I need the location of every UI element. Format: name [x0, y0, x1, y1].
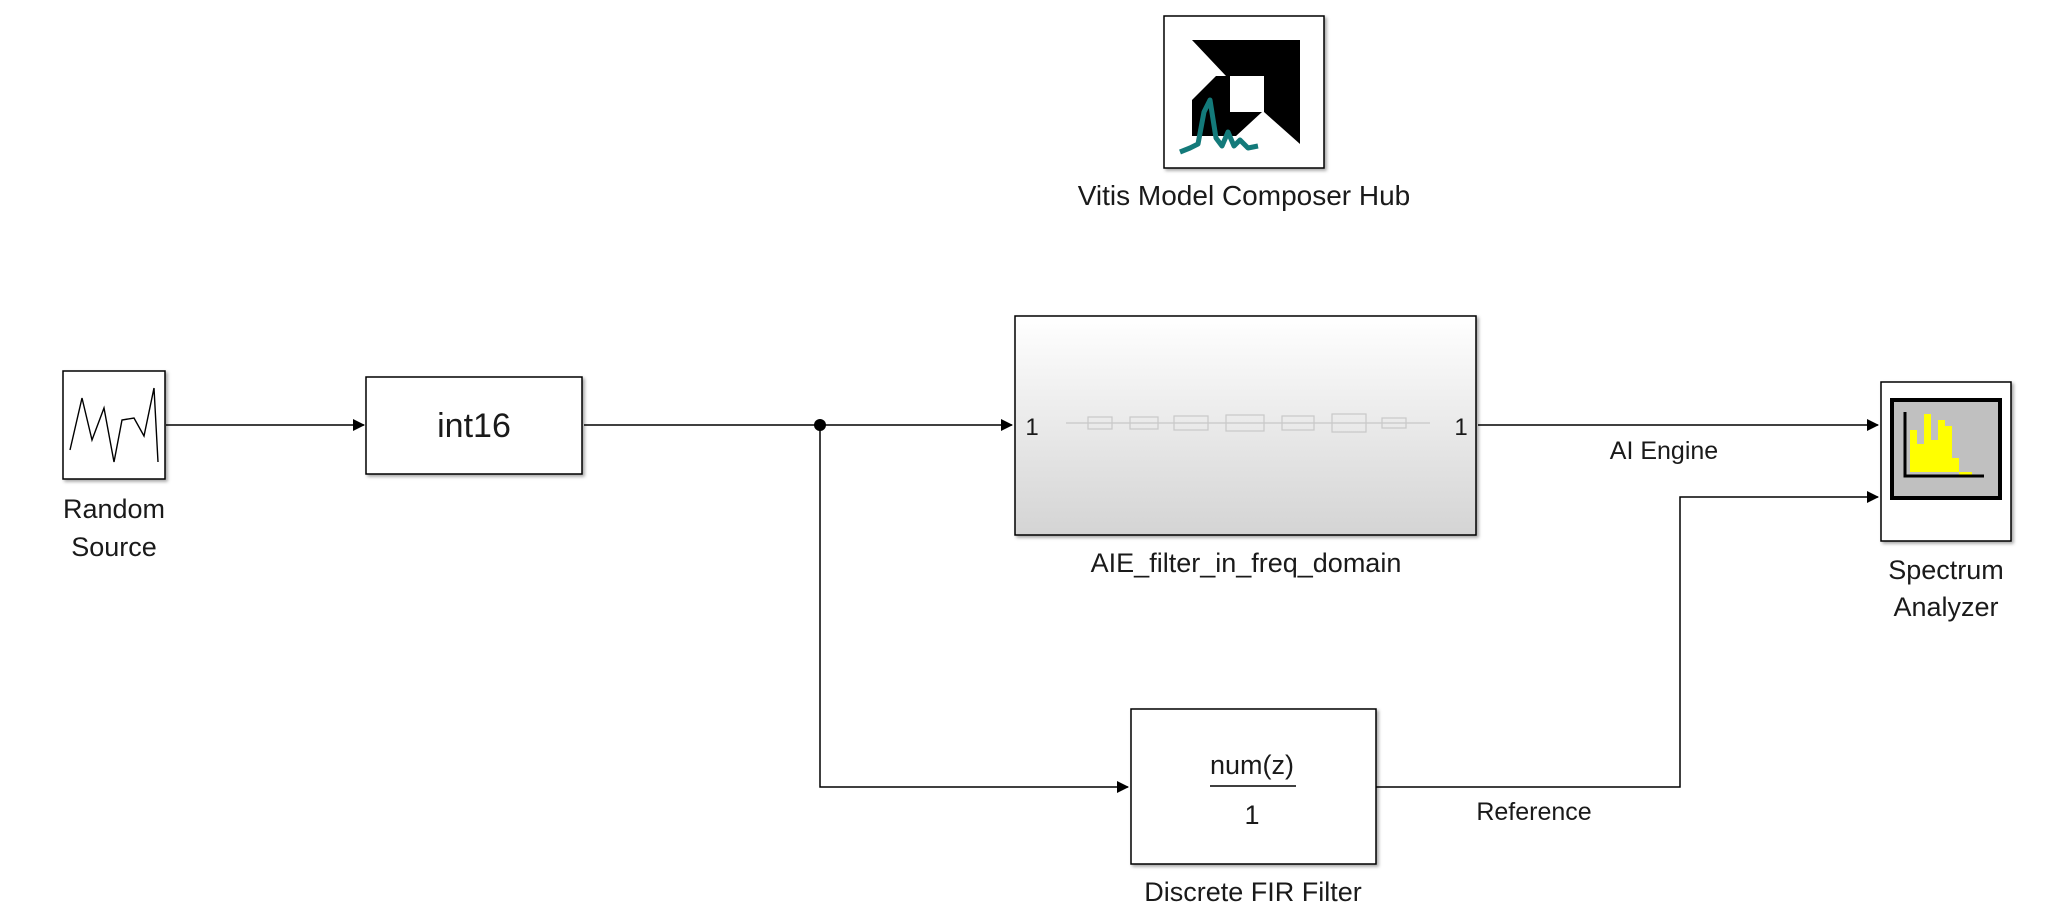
signal-fir-to-spectrum[interactable] [1376, 491, 1879, 788]
int16-text: int16 [437, 407, 511, 445]
spectrum-analyzer-label-2: Analyzer [1893, 592, 1998, 622]
fir-numerator: num(z) [1210, 750, 1294, 780]
subsystem-preview-icon [1066, 413, 1430, 433]
random-source-label-2: Source [71, 532, 157, 562]
signal-label-ai-engine[interactable]: AI Engine [1610, 437, 1718, 465]
fir-filter-block[interactable]: num(z) 1 [1130, 708, 1377, 865]
amd-logo-icon [1179, 40, 1300, 155]
vitis-hub-block[interactable] [1163, 15, 1325, 169]
signal-lines [166, 419, 1879, 793]
aie-subsystem-block[interactable]: 1 1 [1014, 315, 1477, 536]
signal-label-reference[interactable]: Reference [1476, 798, 1591, 826]
fir-filter-label: Discrete FIR Filter [1144, 877, 1362, 907]
spectrum-analyzer-label-1: Spectrum [1888, 555, 2004, 585]
aie-subsystem-label: AIE_filter_in_freq_domain [1091, 548, 1402, 578]
aie-out-port-label: 1 [1454, 414, 1467, 441]
vitis-hub-label: Vitis Model Composer Hub [1078, 180, 1411, 211]
int16-convert-block[interactable]: int16 [365, 376, 583, 475]
random-source-block[interactable] [62, 370, 166, 480]
signal-branch-to-fir[interactable] [819, 425, 1129, 793]
random-signal-icon [69, 387, 159, 463]
aie-in-port-label: 1 [1025, 414, 1038, 441]
spectrum-bars-icon [1903, 412, 1984, 478]
random-source-label-1: Random [63, 494, 165, 524]
spectrum-analyzer-block[interactable] [1880, 381, 2012, 542]
branch-point [814, 419, 826, 431]
fir-denominator: 1 [1244, 800, 1259, 830]
